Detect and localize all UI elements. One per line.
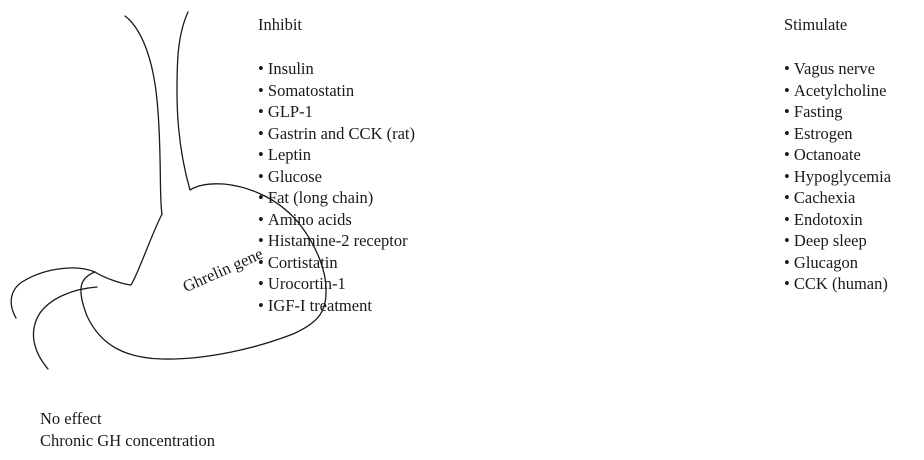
list-item: Leptin: [258, 144, 415, 166]
list-item: Acetylcholine: [784, 80, 891, 102]
list-item: Hypoglycemia: [784, 166, 891, 188]
list-item: Insulin: [258, 58, 415, 80]
list-item: Vagus nerve: [784, 58, 891, 80]
list-item: Estrogen: [784, 123, 891, 145]
list-item: Deep sleep: [784, 230, 891, 252]
duodenum-lower-wall: [32, 286, 98, 370]
list-item: GLP-1: [258, 101, 415, 123]
list-item: Glucose: [258, 166, 415, 188]
list-item: IGF-I treatment: [258, 295, 415, 317]
stomach-illustration: Ghrelin gene: [10, 11, 327, 370]
esophagus-right-wall: [176, 11, 191, 191]
no-effect-heading: No effect: [40, 409, 102, 428]
list-item: Histamine-2 receptor: [258, 230, 415, 252]
stimulate-heading: Stimulate: [784, 15, 848, 34]
list-item: Cortistatin: [258, 252, 415, 274]
list-item: CCK (human): [784, 273, 891, 295]
inhibit-column: Inhibit Insulin Somatostatin GLP-1 Gastr…: [258, 15, 415, 316]
esophagus-left-wall: [124, 15, 163, 215]
list-item: Somatostatin: [258, 80, 415, 102]
duodenum-upper-wall: [10, 267, 96, 319]
ghrelin-gene-label: Ghrelin gene: [180, 244, 266, 296]
list-item: Fasting: [784, 101, 891, 123]
list-item: Fat (long chain): [258, 187, 415, 209]
list-item: Gastrin and CCK (rat): [258, 123, 415, 145]
list-item: Urocortin-1: [258, 273, 415, 295]
no-effect-item: Chronic GH concentration: [40, 430, 216, 450]
list-item: Octanoate: [784, 144, 891, 166]
no-effect-section: No effect Chronic GH concentration: [40, 408, 215, 451]
inhibit-list: Insulin Somatostatin GLP-1 Gastrin and C…: [258, 58, 415, 316]
list-item: Endotoxin: [784, 209, 891, 231]
stimulate-column: Stimulate Vagus nerve Acetylcholine Fast…: [784, 15, 891, 295]
stimulate-list: Vagus nerve Acetylcholine Fasting Estrog…: [784, 58, 891, 295]
inhibit-heading: Inhibit: [258, 15, 302, 34]
list-item: Amino acids: [258, 209, 415, 231]
list-item: Cachexia: [784, 187, 891, 209]
list-item: Glucagon: [784, 252, 891, 274]
